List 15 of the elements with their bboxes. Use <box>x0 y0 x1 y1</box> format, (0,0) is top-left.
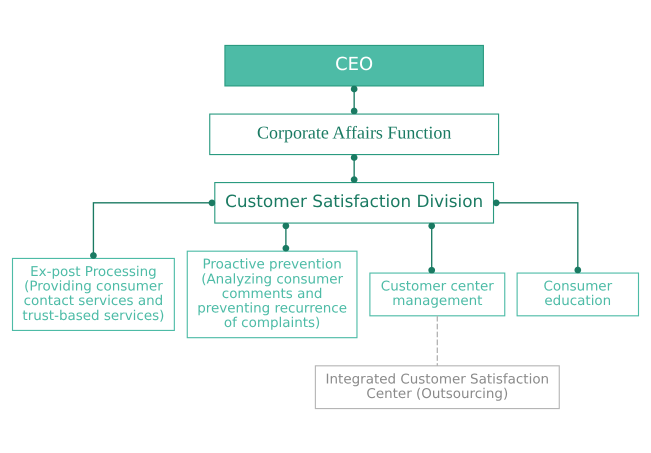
node-box: Ex-post Processing (Providing consumer contact services and trust-based services) <box>12 257 175 330</box>
node-box: CEO <box>224 44 484 86</box>
connector <box>492 198 582 273</box>
node-box: Integrated Customer Satisfaction Center (Outsourcing) <box>314 364 560 409</box>
node-box: Consumer education <box>516 272 640 316</box>
connector <box>350 85 358 114</box>
connector <box>350 154 358 182</box>
node-box: Customer center management <box>369 272 506 316</box>
connector <box>436 315 438 366</box>
connector <box>282 222 290 252</box>
node-box: Proactive prevention (Analyzing consumer comments and preventing recurrence of complaints) <box>186 250 358 338</box>
connector <box>90 198 216 258</box>
node-box: Corporate Affairs Function <box>209 112 500 155</box>
node-box: Customer Satisfaction Division <box>214 182 494 224</box>
connector <box>428 222 436 274</box>
